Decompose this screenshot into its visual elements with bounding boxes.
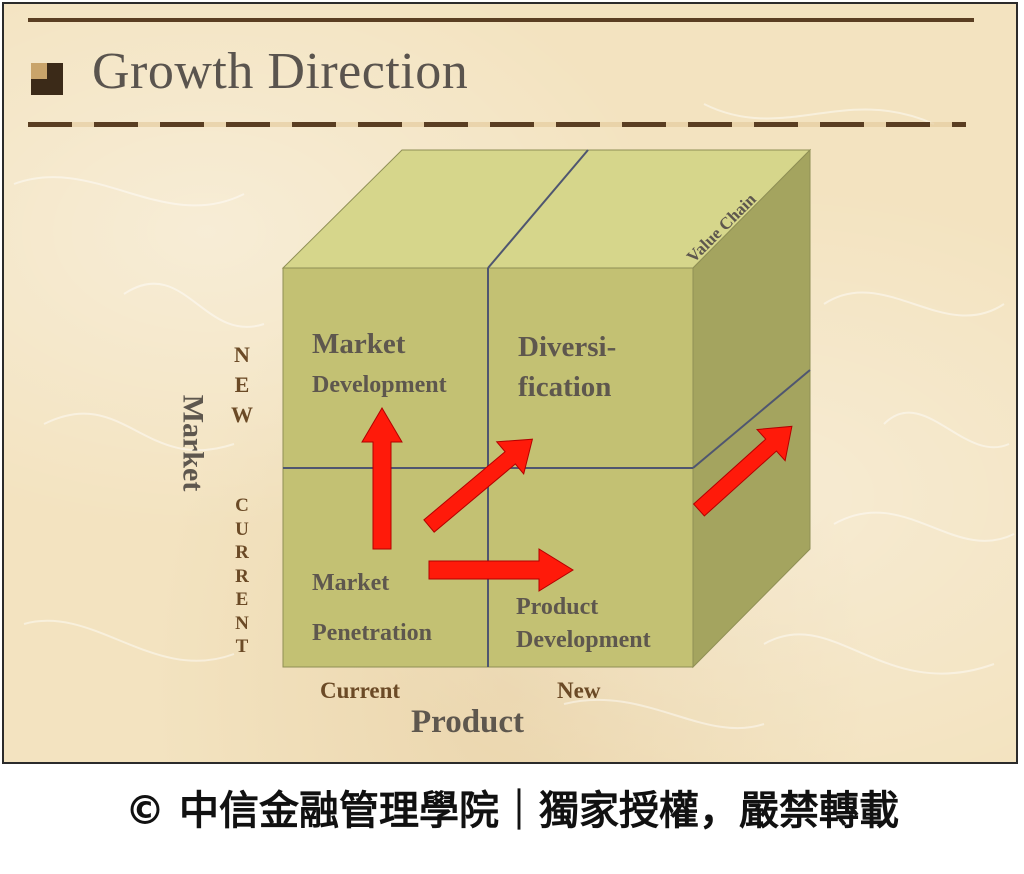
product-development-line2: Development [516, 627, 651, 653]
growth-cube-diagram [281, 148, 812, 669]
market-penetration-line1: Market [312, 570, 390, 596]
dashed-rule [28, 122, 966, 127]
top-rule [28, 18, 974, 22]
diversification-line2: fication [518, 371, 612, 403]
slide-title: Growth Direction [92, 43, 469, 100]
x-axis-current-label: Current [320, 678, 401, 703]
arrow-side-icon [692, 425, 793, 517]
copyright-notice: © 中信金融管理學院｜獨家授權，嚴禁轉載 [125, 788, 899, 834]
diversification-line1: Diversi- [518, 331, 617, 363]
arrow-up-icon [361, 407, 403, 550]
y-axis-new-label: NEW [231, 342, 253, 427]
x-axis-title: Product [411, 704, 525, 740]
product-development-line1: Product [516, 594, 599, 620]
market-development-line2: Development [312, 372, 447, 398]
arrow-right-icon [428, 548, 574, 592]
y-axis-current-label: CURRENT [235, 495, 249, 657]
paper-texture [13, 103, 1015, 730]
arrow-diagonal-icon [423, 438, 534, 533]
market-penetration-line2: Penetration [312, 620, 432, 646]
y-axis-title: Market [176, 394, 210, 492]
x-axis-new-label: New [557, 678, 601, 703]
title-bullet-icon [31, 63, 63, 95]
slide: Growth Direction Ma [2, 2, 1018, 764]
market-development-line1: Market [312, 328, 406, 360]
